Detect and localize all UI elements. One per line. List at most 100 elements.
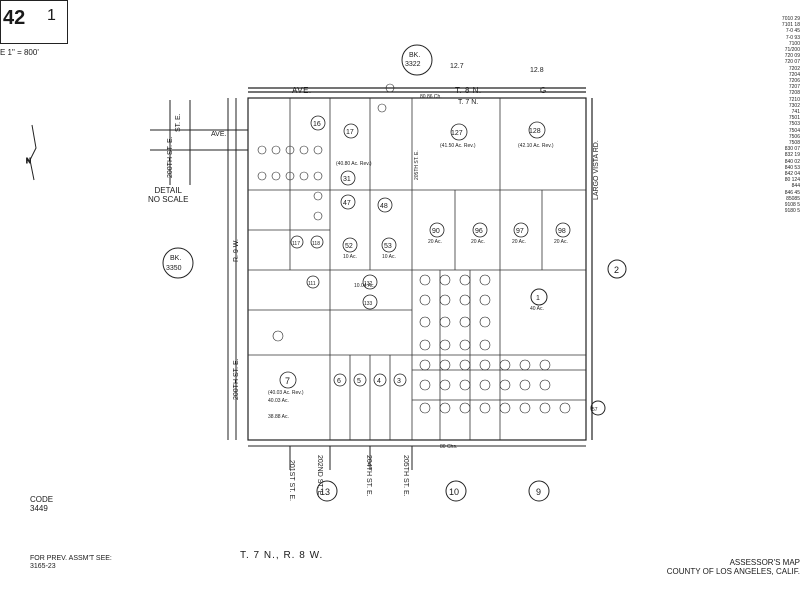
- survey-mark-12-8: 12.8: [530, 67, 544, 74]
- parcel-98: 98: [558, 228, 566, 235]
- parcel-circle-3: [393, 373, 407, 387]
- parcel-circle-6: [333, 373, 347, 387]
- side-number: 80 124: [784, 177, 800, 184]
- acreage-1: 40 Ac.: [530, 306, 544, 312]
- parcel-17: 17: [346, 129, 354, 136]
- parcel-circles: [279, 115, 571, 389]
- side-number: 846 45: [784, 189, 800, 196]
- road-204th: 204TH ST. E.: [365, 455, 372, 497]
- road-200th: 200TH ST. E.: [233, 358, 240, 400]
- parcel-7: 7: [285, 376, 290, 386]
- map-page-header: 42 1: [0, 0, 68, 44]
- map-ref-1: 1: [530, 288, 548, 306]
- map-scale: E 1" = 800': [0, 48, 39, 57]
- side-number: 741: [791, 109, 800, 116]
- parcel-circle-98: [555, 222, 571, 238]
- parcel-circle-97: [513, 222, 529, 238]
- svg-text:2: 2: [614, 265, 619, 275]
- side-number: 85085: [786, 195, 800, 202]
- side-number: 7207: [788, 84, 800, 91]
- parcel-118: 118: [312, 241, 320, 247]
- side-number: 9108 5: [784, 202, 800, 209]
- side-number: 7501: [788, 115, 800, 122]
- map-ref-9: 9: [528, 480, 550, 502]
- road-ave-small: AVE.: [211, 131, 226, 138]
- code-value: 3449: [30, 504, 48, 513]
- side-number: 842 04: [784, 171, 800, 178]
- acreage-7b: 40.03 Ac.: [268, 398, 289, 404]
- detail-note: DETAIL NO SCALE: [148, 186, 189, 204]
- parcel-3: 3: [397, 378, 401, 385]
- side-number: 7503: [788, 121, 800, 128]
- svg-text:57: 57: [592, 407, 598, 413]
- survey-chain-bottom: 80 Chs.: [440, 444, 457, 450]
- parcel-90: 90: [432, 228, 440, 235]
- parcel-circle-5: [353, 373, 367, 387]
- road-g: G: [540, 86, 547, 95]
- side-number: 830 07: [784, 146, 800, 153]
- acreage-98: 20 Ac.: [554, 239, 568, 245]
- side-number: 7506: [788, 133, 800, 140]
- survey-mark-12-7: 12.7: [450, 63, 464, 70]
- svg-text:BK.: BK.: [409, 52, 420, 59]
- parcel-circle-133: [362, 294, 378, 310]
- acreage-7: (40.03 Ac. Rev.): [268, 390, 304, 396]
- side-number: 7210: [788, 96, 800, 103]
- parcel-circle-90: [429, 222, 445, 238]
- small-parcel-cluster: [257, 83, 571, 414]
- side-number: 71/200: [784, 47, 800, 54]
- road-205th: 205TH ST. E.: [402, 455, 409, 497]
- parcel-circle-17: [343, 123, 359, 139]
- road-r9w: R. 9 W.: [233, 239, 240, 262]
- svg-text:BK.: BK.: [170, 255, 181, 262]
- prev-assessment-note: FOR PREV. ASSM'T SEE: 3165-23: [30, 555, 112, 570]
- parcel-circle-47: [340, 194, 356, 210]
- detail-streets: [150, 98, 586, 470]
- side-number: 7-0 93: [785, 34, 800, 41]
- side-number: 720 09: [784, 53, 800, 60]
- map-ref-13: 13: [316, 480, 338, 502]
- parcel-4: 4: [377, 378, 381, 385]
- side-number: 720 07: [784, 59, 800, 66]
- parcel-6: 6: [337, 378, 341, 385]
- parcel-circle-52: [342, 237, 358, 253]
- parcel-96: 96: [475, 228, 483, 235]
- acreage-31: (40.80 Ac. Rev.): [336, 161, 372, 167]
- side-number: 7100: [788, 40, 800, 47]
- road-largo-vista: LARGO VISTA RD.: [593, 140, 600, 200]
- parcel-117: 117: [292, 241, 300, 247]
- parcel-133: 133: [364, 301, 373, 307]
- side-number: 7204: [788, 71, 800, 78]
- parcel-circle-48: [377, 197, 393, 213]
- book-label-left: BK. 3350: [162, 247, 194, 279]
- side-number: 9180 5: [784, 208, 800, 215]
- side-number: 844: [791, 183, 800, 190]
- acreage-127: (41.50 Ac. Rev.): [440, 143, 476, 149]
- parcel-111: 111: [308, 281, 316, 287]
- parcel-circle-4: [373, 373, 387, 387]
- survey-chain-top: 80.86 Ch.: [420, 94, 442, 100]
- map-ref-57: 57: [590, 400, 606, 416]
- acreage-90: 20 Ac.: [428, 239, 442, 245]
- road-ave: AVE.: [292, 86, 312, 95]
- page-number: 42: [3, 7, 26, 29]
- acreage-97: 20 Ac.: [512, 239, 526, 245]
- parcel-48: 48: [380, 203, 388, 210]
- svg-text:10: 10: [449, 487, 459, 497]
- side-number: 840 53: [784, 164, 800, 171]
- parcel-circle-117: [290, 235, 304, 249]
- township-range: T. 7 N., R. 8 W.: [240, 550, 324, 561]
- side-number: 832 19: [784, 152, 800, 159]
- acreage-96: 20 Ac.: [471, 239, 485, 245]
- parcel-53: 53: [384, 243, 392, 250]
- parcel-circle-31: [340, 170, 356, 186]
- map-ref-10: 10: [445, 480, 467, 502]
- parcel-5: 5: [357, 378, 361, 385]
- parcel-circle-16: [310, 115, 326, 131]
- parcel-52: 52: [345, 243, 353, 250]
- parcel-47: 47: [343, 200, 351, 207]
- acreage-52: 10 Ac.: [343, 254, 357, 260]
- assessor-title: ASSESSOR'S MAP COUNTY OF LOS ANGELES, CA…: [666, 558, 800, 576]
